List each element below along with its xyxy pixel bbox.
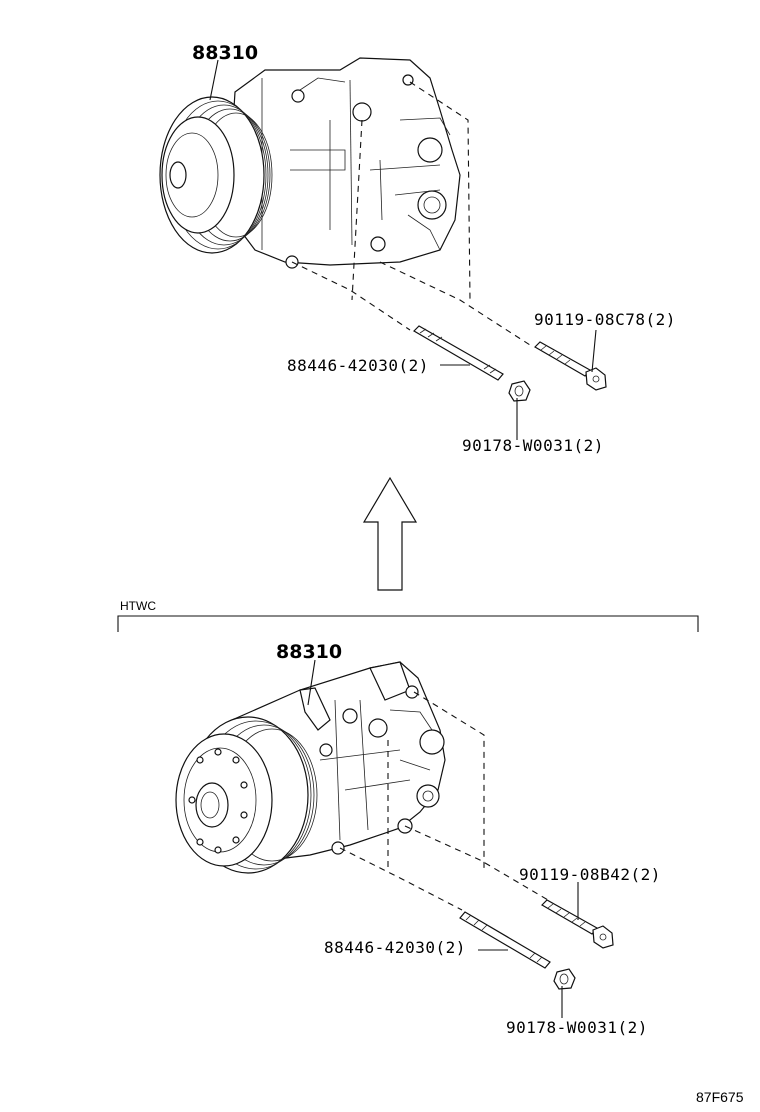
top-bolt[interactable] <box>534 341 607 391</box>
bottom-bolt[interactable] <box>541 899 614 949</box>
bottom-stud-bolt[interactable] <box>459 911 551 969</box>
top-nut[interactable] <box>508 380 531 402</box>
bottom-compressor-label: 88310 <box>276 641 342 663</box>
variant-label: HTWC <box>120 599 156 613</box>
bottom-stud-label: 88446-42030(2) <box>324 938 466 957</box>
bottom-nut[interactable] <box>553 968 576 990</box>
top-compressor-label: 88310 <box>192 42 258 64</box>
diagram-code: 87F675 <box>696 1089 744 1105</box>
variant-bracket: HTWC <box>117 599 699 632</box>
top-stud-label: 88446-42030(2) <box>287 356 429 375</box>
bottom-nut-label: 90178-W0031(2) <box>506 1018 648 1037</box>
top-bolt-label: 90119-08C78(2) <box>534 310 676 329</box>
bottom-compressor[interactable] <box>175 661 446 874</box>
bottom-assembly: 88310 90119-08B42(2) 88446-42030(2) 9017… <box>175 641 661 1037</box>
top-assembly: 88310 90119-08C78(2) 88446-42030(2) 9017… <box>159 42 676 455</box>
top-stud-bolt[interactable] <box>413 325 504 381</box>
up-arrow <box>362 476 418 591</box>
top-compressor[interactable] <box>159 57 461 269</box>
bottom-bolt-label: 90119-08B42(2) <box>519 865 661 884</box>
top-nut-label: 90178-W0031(2) <box>462 436 604 455</box>
